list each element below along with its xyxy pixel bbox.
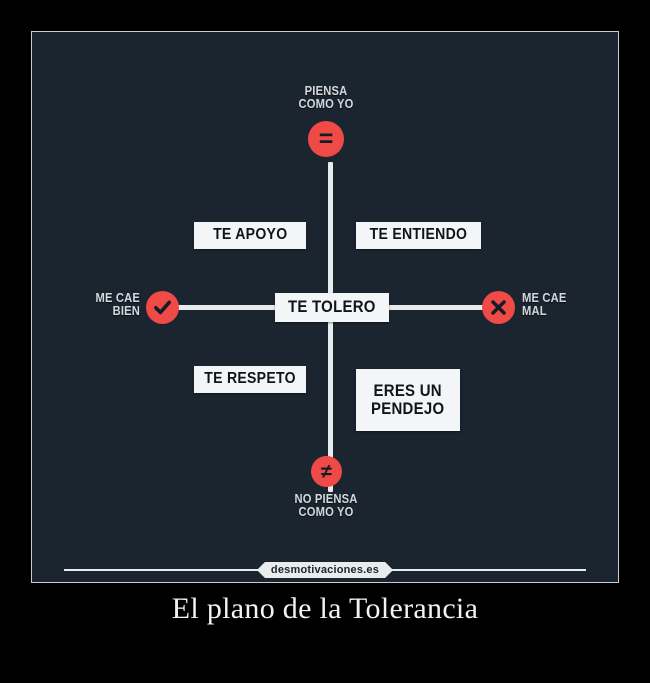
axis-label-right: ME CAE MAL [522, 290, 567, 318]
x-circle-icon [482, 291, 515, 324]
quadrant-label-top-left: TE APOYO [212, 226, 288, 244]
quadrant-box-top-left: TE APOYO [194, 222, 306, 249]
quadrant-box-bottom-right: ERES UN PENDEJO [356, 369, 460, 431]
axis-label-top: PIENSA COMO YO [298, 83, 354, 111]
center-label: TE TOLERO [288, 297, 376, 317]
equals-glyph: = [318, 124, 334, 153]
quadrant-label-bottom-right: ERES UN PENDEJO [371, 380, 445, 418]
image-panel-frame: PIENSA COMO YO = ≠ NO PIENSA COMO YO ME … [31, 31, 619, 583]
axis-label-left: ME CAE BIEN [95, 290, 140, 318]
not-equal-icon: ≠ [311, 456, 342, 487]
quadrant-box-top-right: TE ENTIENDO [356, 222, 481, 249]
image-panel: PIENSA COMO YO = ≠ NO PIENSA COMO YO ME … [32, 32, 618, 582]
watermark-strip: desmotivaciones.es [32, 559, 618, 581]
quadrant-label-bottom-left: TE RESPETO [204, 370, 296, 388]
not-equal-glyph: ≠ [321, 460, 332, 483]
watermark-label: desmotivaciones.es [257, 562, 393, 578]
vertical-axis-line [328, 162, 333, 492]
watermark-rule-right [391, 569, 587, 571]
check-circle-icon [146, 291, 179, 324]
center-box: TE TOLERO [275, 293, 389, 322]
poster-caption: El plano de la Tolerancia [171, 592, 479, 625]
axis-label-bottom: NO PIENSA COMO YO [294, 491, 358, 519]
quadrant-box-bottom-left: TE RESPETO [194, 366, 306, 393]
watermark-rule-left [63, 569, 259, 571]
quadrant-label-top-right: TE ENTIENDO [369, 226, 468, 244]
equals-icon: = [308, 121, 344, 157]
